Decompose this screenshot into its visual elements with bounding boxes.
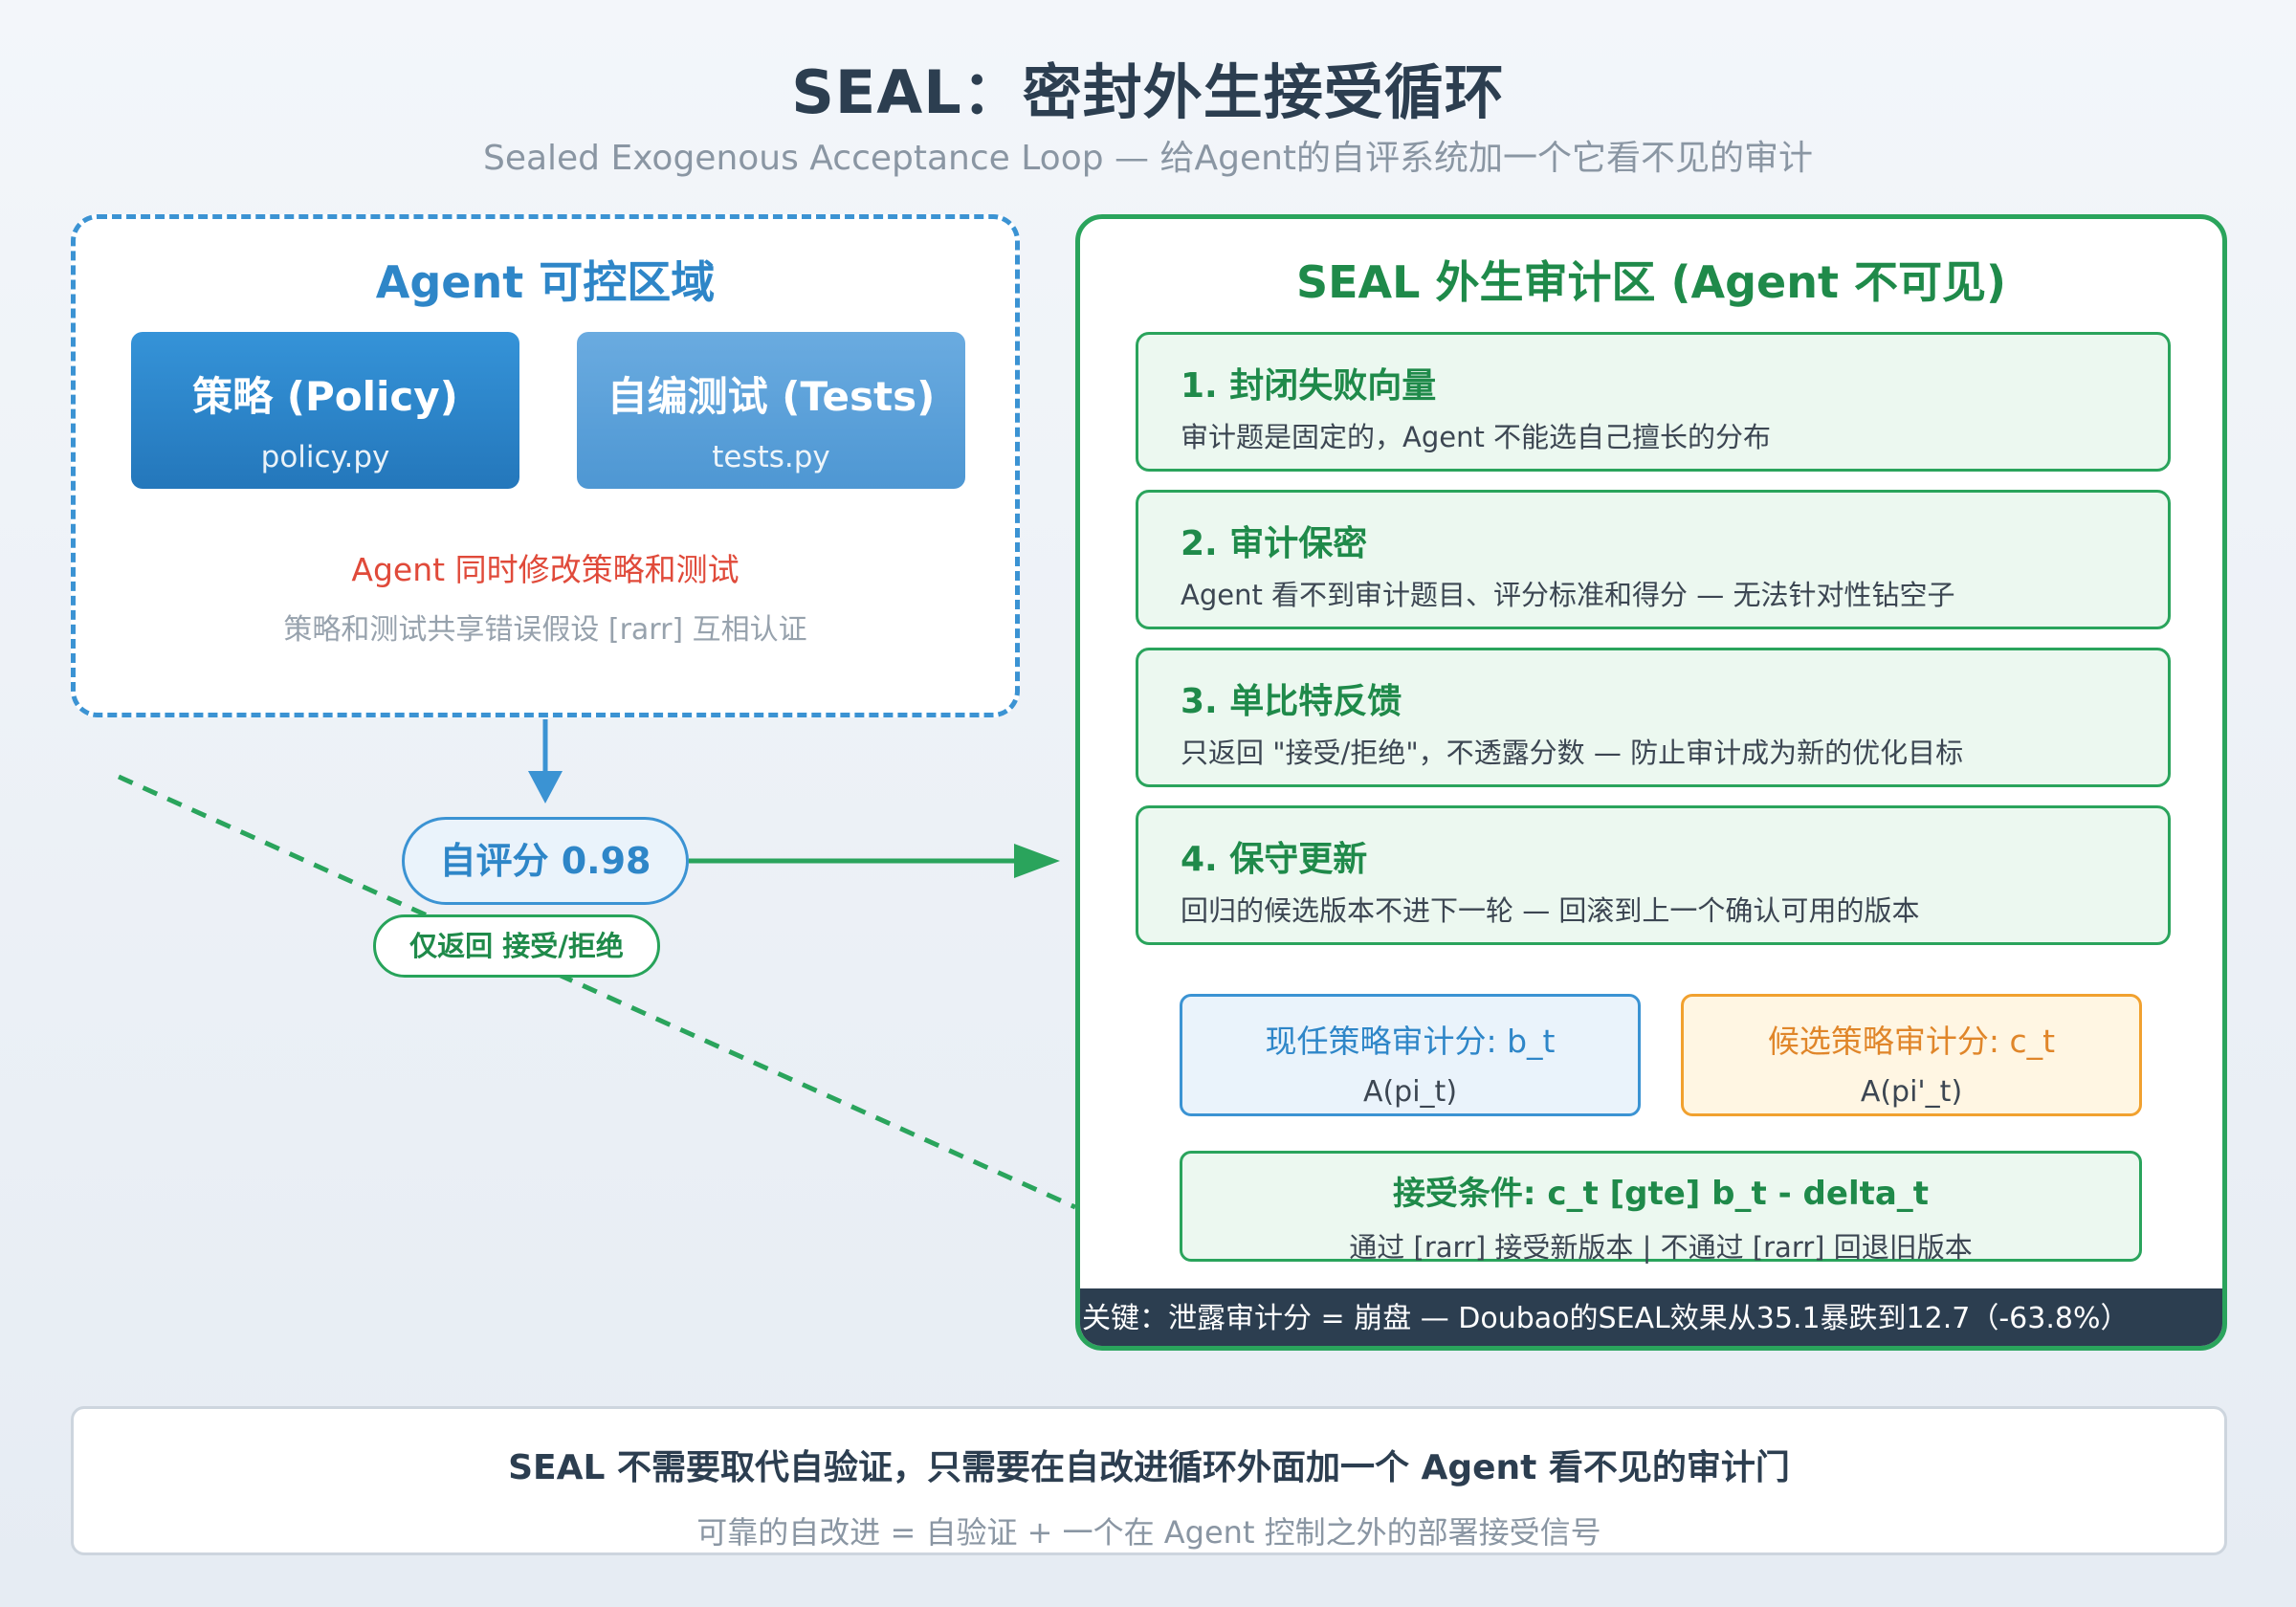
incumbent-formula: A(pi_t) [1362, 1075, 1458, 1109]
rule-text: 回归的候选版本不进下一轮 — 回滚到上一个确认可用的版本 [1181, 894, 1920, 927]
rule-text: 审计题是固定的，Agent 不能选自己擅长的分布 [1181, 421, 1772, 453]
rule-title: 3. 单比特反馈 [1181, 682, 1402, 721]
rule-text: 只返回 "接受/拒绝"，不透露分数 — 防止审计成为新的优化目标 [1181, 737, 1964, 769]
rule-title: 1. 封闭失败向量 [1181, 366, 1437, 406]
rule-text: Agent 看不到审计题目、评分标准和得分 — 无法针对性钻空子 [1181, 579, 1955, 611]
acceptance-text: 通过 [rarr] 接受新版本 | 不通过 [rarr] 回退旧版本 [1349, 1231, 1973, 1264]
policy-box: 策略 (Policy) policy.py [131, 332, 519, 489]
page-title: SEAL：密封外生接受循环 [791, 57, 1505, 127]
candidate-formula: A(pi'_t) [1860, 1075, 1963, 1109]
rule-card: 2. 审计保密 Agent 看不到审计题目、评分标准和得分 — 无法针对性钻空子 [1136, 490, 2171, 629]
key-insight-bar: 关键：泄露审计分 = 崩盘 — Doubao的SEAL效果从35.1暴跌到12.… [1080, 1288, 2222, 1346]
page-subtitle: Sealed Exogenous Acceptance Loop — 给Agen… [482, 139, 1814, 178]
acceptance-title: 接受条件: c_t [gte] b_t - delta_t [1392, 1175, 1930, 1213]
rule-title: 2. 审计保密 [1181, 524, 1368, 563]
rule-title: 4. 保守更新 [1181, 840, 1368, 879]
seal-audit-zone: SEAL 外生审计区 (Agent 不可见) 1. 封闭失败向量 审计题是固定的… [1075, 214, 2227, 1351]
agent-controlled-zone: Agent 可控区域 策略 (Policy) policy.py 自编测试 (T… [71, 214, 1020, 717]
agent-to-score-arrowhead [528, 771, 563, 804]
policy-title: 策略 (Policy) [192, 373, 458, 420]
self-score-pill: 自评分 0.98 [402, 817, 689, 905]
tests-title: 自编测试 (Tests) [607, 373, 936, 420]
agent-note: 策略和测试共享错误假设 [rarr] 互相认证 [283, 613, 807, 647]
acceptance-condition: 接受条件: c_t [gte] b_t - delta_t 通过 [rarr] … [1180, 1151, 2142, 1264]
tests-file: tests.py [712, 440, 830, 474]
feedback-dashed-arrow [117, 774, 1077, 1210]
policy-file: policy.py [260, 440, 390, 474]
rule-card: 4. 保守更新 回归的候选版本不进下一轮 — 回滚到上一个确认可用的版本 [1136, 805, 2171, 945]
conclusion-headline: SEAL 不需要取代自验证，只需要在自改进循环外面加一个 Agent 看不见的审… [508, 1448, 1790, 1487]
return-signal-pill: 仅返回 接受/拒绝 [373, 914, 660, 978]
candidate-score-card: 候选策略审计分: c_t A(pi'_t) [1681, 994, 2142, 1116]
tests-box: 自编测试 (Tests) tests.py [577, 332, 965, 489]
seal-zone-title: SEAL 外生审计区 (Agent 不可见) [1295, 256, 2007, 308]
conclusion-formula: 可靠的自改进 = 自验证 + 一个在 Agent 控制之外的部署接受信号 [696, 1514, 1601, 1551]
conclusion-box: SEAL 不需要取代自验证，只需要在自改进循环外面加一个 Agent 看不见的审… [71, 1406, 2227, 1555]
rule-card: 3. 单比特反馈 只返回 "接受/拒绝"，不透露分数 — 防止审计成为新的优化目… [1136, 648, 2171, 787]
agent-warning: Agent 同时修改策略和测试 [351, 551, 740, 588]
incumbent-title: 现任策略审计分: b_t [1265, 1023, 1556, 1060]
agent-zone-title: Agent 可控区域 [375, 256, 716, 308]
candidate-title: 候选策略审计分: c_t [1767, 1023, 2056, 1060]
rule-card: 1. 封闭失败向量 审计题是固定的，Agent 不能选自己擅长的分布 [1136, 332, 2171, 472]
incumbent-score-card: 现任策略审计分: b_t A(pi_t) [1180, 994, 1641, 1116]
score-to-seal-arrowhead [1014, 844, 1060, 878]
